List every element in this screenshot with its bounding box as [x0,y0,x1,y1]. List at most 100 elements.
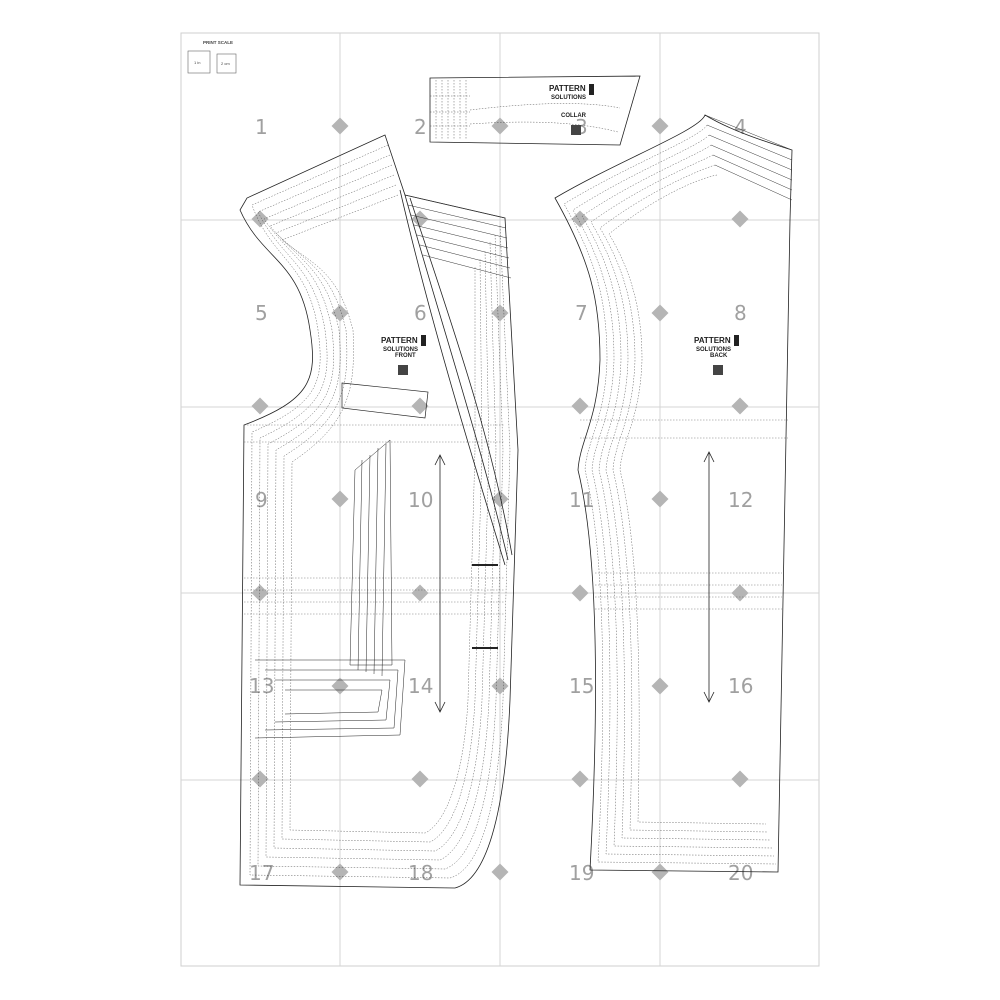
scale-cm-label: 2 cm [221,61,230,66]
tile-number: 11 [569,488,594,512]
back-size-line [563,124,777,865]
tile-number: 5 [255,301,268,325]
alignment-diamond [731,584,749,602]
front-piece-name: FRONT [395,353,416,359]
back-size-line [581,144,773,849]
front-shoulder-lines [404,194,512,279]
back-shoulder-line [714,164,793,201]
front-piece: PATTERN SOLUTIONS FRONT [239,134,519,889]
back-piece: PATTERN SOLUTIONS BACK [554,114,793,873]
tile-number: 1 [255,115,268,139]
front-shoulder-line [407,204,507,229]
front-pocket-line [254,659,406,739]
alignment-diamond [331,490,349,508]
alignment-diamond [411,770,429,788]
alignment-diamond [331,117,349,135]
front-shoulder-line [410,214,508,239]
front-size-line [281,194,476,834]
tile-number: 16 [728,674,753,698]
alignment-diamond [411,397,429,415]
front-grain-line [434,454,446,713]
back-shoulder-line [712,154,793,191]
tile-number: 17 [249,861,274,885]
alignment-diamond [571,584,589,602]
back-size-lines [563,124,777,865]
alignment-diamond [571,210,589,228]
front-pocket-line [274,679,391,723]
front-size-line [275,184,483,843]
alignment-diamond [491,117,509,135]
tile-number: 4 [734,115,747,139]
front-size-line [257,154,504,870]
alignment-diamond [571,397,589,415]
scale-square-cm [216,53,237,74]
front-pocket-line [284,689,383,715]
back-shoulder-line [704,114,793,151]
front-shoulder-line [419,244,511,269]
front-brand-line1: PATTERN [381,336,418,345]
collar-stand-line [469,121,619,133]
alignment-diamond [651,677,669,695]
tile-grid [181,33,819,966]
back-size-line [599,164,769,833]
tile-number: 2 [414,115,427,139]
scale-square-inch [187,50,211,74]
back-shoulder-line [710,144,793,181]
front-size-line [249,144,511,879]
front-lapel-line [404,194,509,561]
back-guide-lines [580,419,788,610]
back-grain-arrowhead [703,691,715,703]
front-lapel-lines [399,189,513,566]
tile-number: 12 [728,488,753,512]
tile-number: 18 [408,861,433,885]
alignment-diamond [731,770,749,788]
collar-piece-name: COLLAR [561,113,587,119]
tile-number: 7 [575,301,588,325]
collar-qr-code [571,125,581,135]
front-dart [349,439,393,666]
alignment-diamond [411,584,429,602]
front-size-lines [249,144,511,879]
collar-piece: PATTERN SOLUTIONS COLLAR [429,75,641,146]
back-size-line [608,174,767,825]
tile-number: 20 [728,861,753,885]
front-dart [365,454,371,673]
front-brand-line2: SOLUTIONS [383,347,418,353]
front-dart [373,447,379,675]
scale-inch-label: 1 in [194,60,200,65]
front-dart [357,459,363,671]
tile-number: 13 [249,674,274,698]
front-pocket-line [264,669,399,731]
front-brand-logo [421,335,426,346]
alignment-diamond [331,863,349,881]
front-pocket [254,659,406,739]
back-grain-arrowhead [703,451,715,463]
tile-number: 8 [734,301,747,325]
front-welt-pocket [341,382,429,419]
front-qr-code [398,365,408,375]
alignment-diamond [651,863,669,881]
alignment-diamond [651,490,669,508]
front-shoulder-line [413,224,509,249]
alignment-diamond [651,117,669,135]
collar-brand-logo [589,84,594,95]
back-shoulder-line [706,124,793,161]
collar-size-lines [430,80,621,140]
tile-numbers: 1 2 3 4 5 6 7 8 9 10 11 12 13 14 15 16 1… [249,115,753,885]
alignment-diamond [491,677,509,695]
back-brand-line2: SOLUTIONS [696,347,731,353]
front-lapel-line [409,197,513,556]
alignment-diamond [491,863,509,881]
front-guide-lines [244,424,505,615]
back-qr-code [713,365,723,375]
alignment-diamond [491,490,509,508]
alignment-diamond [571,770,589,788]
tile-number: 15 [569,674,594,698]
tile-number: 6 [414,301,427,325]
front-grain-arrowhead [434,454,446,466]
collar-outline [429,75,641,146]
front-dart [381,443,387,677]
collar-brand-line2: SOLUTIONS [551,95,586,101]
back-size-line [590,154,771,841]
